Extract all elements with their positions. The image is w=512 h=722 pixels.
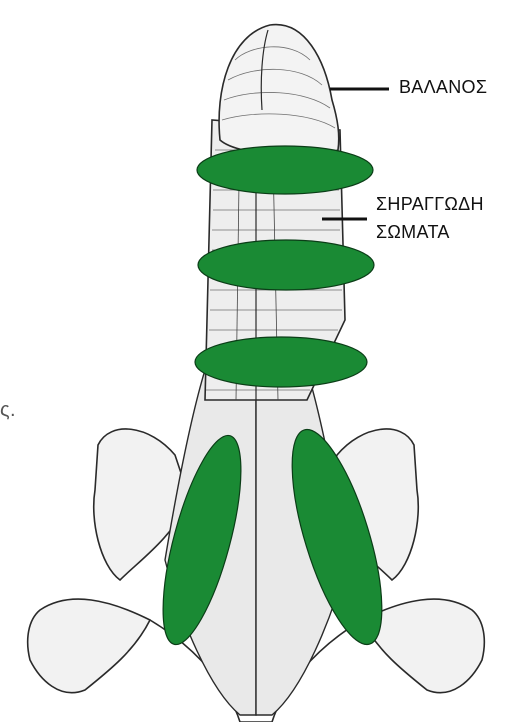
label-glans: ΒΑΛΑΝΟΣ	[399, 76, 487, 98]
glans	[219, 25, 339, 156]
edge-text-fragment: ς.	[0, 399, 16, 421]
marker-ellipse-upper	[197, 146, 373, 194]
marker-ellipse-middle	[198, 240, 374, 290]
marker-ellipse-lower	[195, 337, 367, 387]
label-corpora-line2: ΣΩΜΑΤΑ	[376, 221, 450, 243]
label-corpora-line1: ΣΗΡΑΓΓΩΔΗ	[376, 193, 484, 215]
